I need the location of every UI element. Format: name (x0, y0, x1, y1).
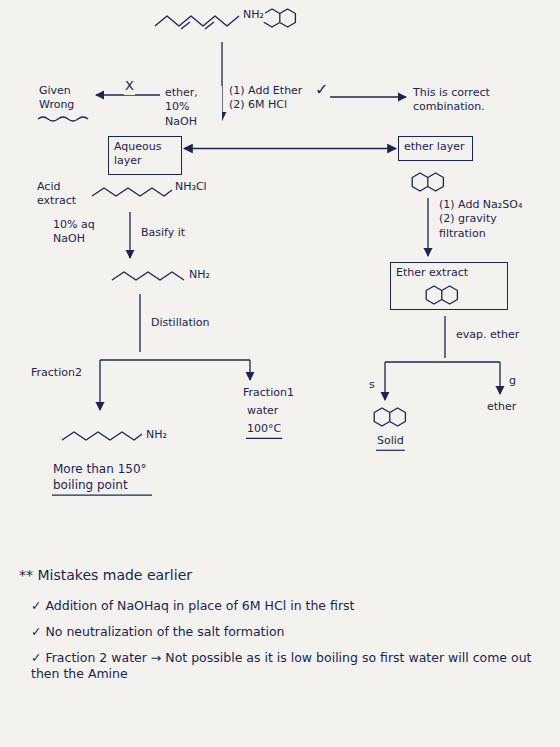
flow-arrow (499, 362, 500, 394)
annotation-text: Acid extract (36, 180, 86, 209)
underline (52, 495, 152, 496)
process-box: Ether extract (390, 262, 508, 310)
annotation-text: NH₂ (145, 428, 168, 442)
box-label: Aqueous layer (114, 140, 174, 169)
annotation-text: NH₂ (242, 8, 265, 22)
annotation-text: (1) Add Ether (2) 6M HCl (228, 84, 314, 113)
process-box: Aqueous layer (108, 136, 182, 175)
annotation-text: g (508, 374, 517, 388)
annotation-text: ether, 10% NaOH (164, 86, 222, 129)
naphthalene-structure (412, 173, 443, 191)
flow-connector (184, 148, 396, 149)
annotation-text: 100°C (246, 422, 282, 436)
box-label: Ether extract (396, 266, 468, 280)
note-text: ✓ Addition of NaOHaq in place of 6M HCl … (30, 598, 355, 614)
flow-arrow (129, 212, 130, 258)
note-text: ✓ No neutralization of the salt formatio… (30, 624, 286, 640)
naphthalene-structure (426, 286, 457, 304)
process-box: ether layer (398, 136, 473, 161)
annotation-text: NH₂ (188, 268, 211, 282)
annotation-text: This is correct combination. (412, 86, 532, 115)
salt-structure (92, 188, 172, 196)
annotation-text: NH₃Cl (174, 180, 208, 194)
flow-arrow (384, 362, 385, 400)
annotation-text: water (246, 404, 279, 418)
annotation-text: X (124, 78, 135, 95)
annotation-text: (1) Add Na₂SO₄ (2) gravity filtration (438, 198, 540, 241)
flow-arrow (249, 360, 250, 380)
annotation-text: Fraction2 (30, 366, 83, 380)
amine-structure (112, 272, 184, 280)
note-text: ✓ Fraction 2 water → Not possible as it … (30, 650, 542, 683)
amine-structure (62, 432, 142, 440)
note-text: ** Mistakes made earlier (18, 566, 193, 584)
flow-arrow (139, 294, 140, 352)
annotation-text: evap. ether (455, 328, 520, 342)
annotation-text: Solid (376, 434, 405, 448)
naphthalene-structure (264, 9, 295, 27)
split-line (100, 359, 250, 360)
annotation-text: Basify it (140, 226, 186, 240)
annotation-text: Given Wrong (38, 84, 92, 113)
annotation-text: Distillation (150, 316, 211, 330)
annotation-text: Fraction1 (242, 386, 295, 400)
flow-arrow (444, 316, 445, 358)
wavy-underline (38, 117, 88, 121)
box-label: ether layer (404, 140, 464, 154)
annotation-text: ether (486, 400, 517, 414)
annotation-text: ✓ (314, 80, 329, 101)
annotation-text: 10% aq NaOH (52, 218, 116, 247)
underline (376, 450, 405, 451)
accepted-arrow (330, 96, 406, 97)
annotation-text: More than 150° boiling point (52, 462, 164, 493)
annotation-text: s (368, 378, 376, 392)
double-bond (181, 22, 214, 29)
split-line (385, 361, 500, 362)
naphthalene-structure (374, 408, 405, 426)
underline (246, 438, 282, 439)
flow-arrow (427, 198, 428, 256)
amine-structure (155, 16, 239, 26)
flow-arrow (99, 360, 100, 410)
